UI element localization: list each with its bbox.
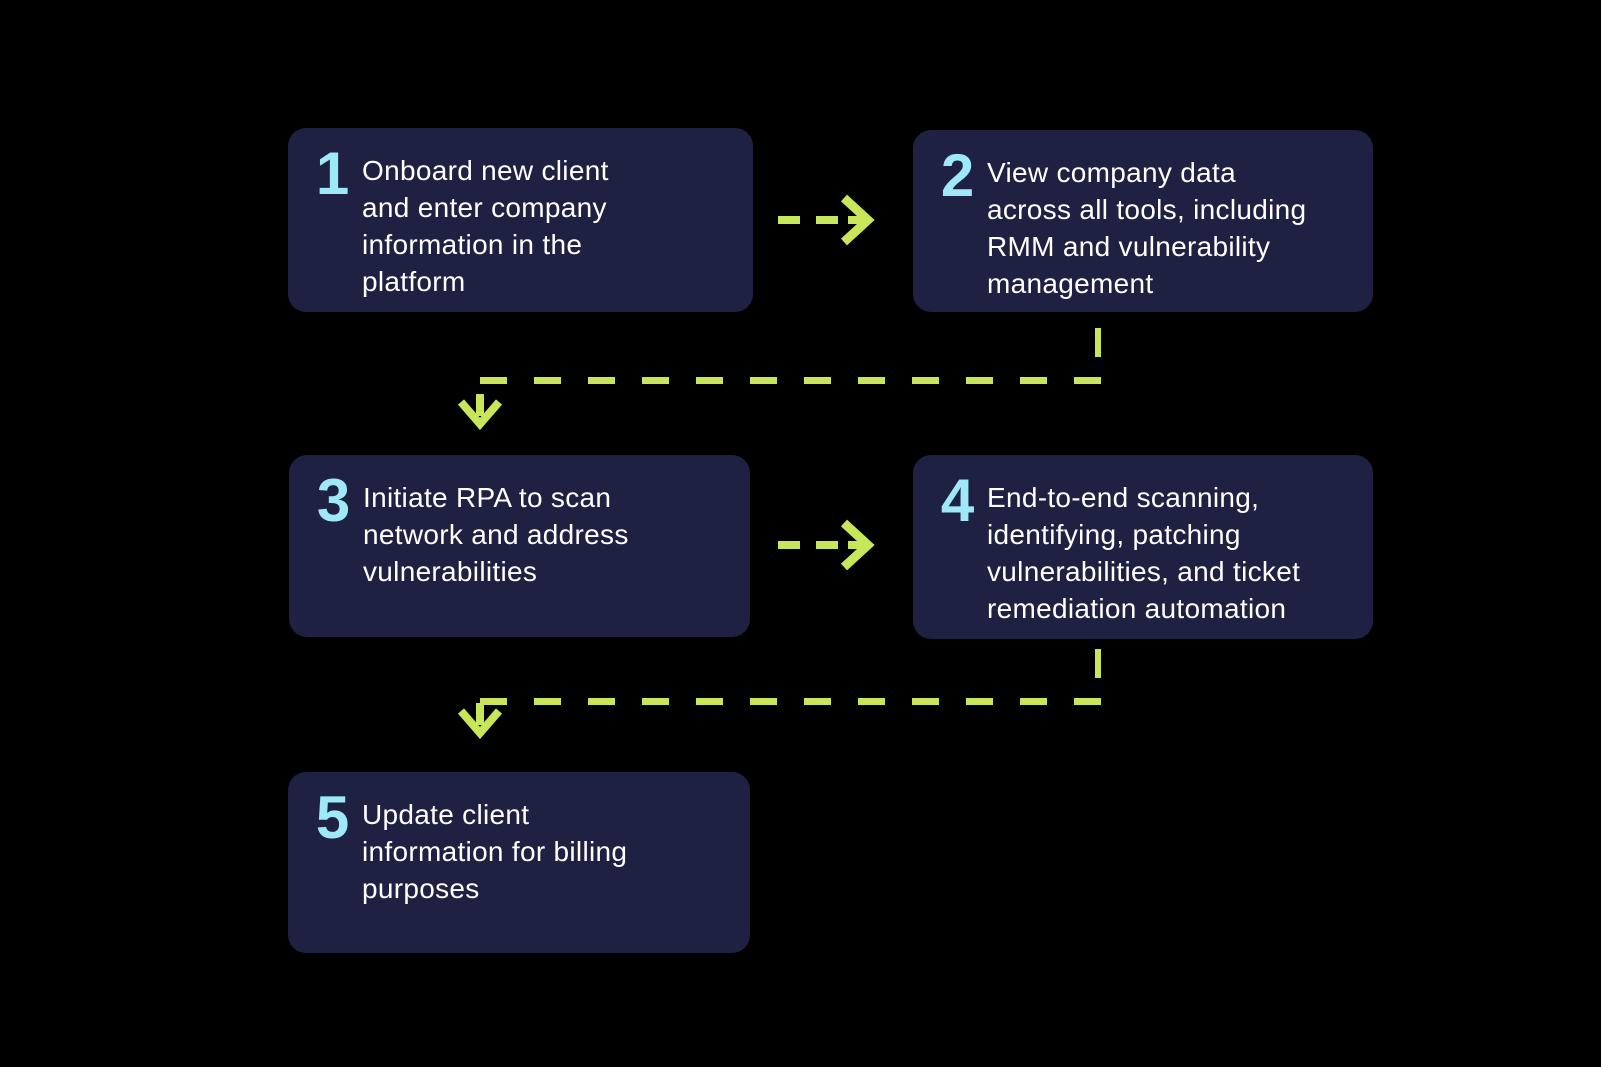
dashed-connector-2-to-3 bbox=[470, 377, 1101, 384]
step-1-number: 1 bbox=[315, 140, 349, 207]
step-4-text: End-to-end scanning, identifying, patchi… bbox=[987, 482, 1301, 624]
arrow-down-icon bbox=[457, 394, 503, 431]
step-4-number: 4 bbox=[940, 467, 974, 534]
step-3-number: 3 bbox=[316, 467, 350, 534]
step-2-number: 2 bbox=[940, 142, 974, 209]
connector-stub-step4 bbox=[1095, 649, 1101, 678]
dashed-connector-4-to-5 bbox=[470, 698, 1101, 705]
step-box-1: 1 Onboard new client and enter company i… bbox=[288, 128, 753, 312]
step-box-5: 5 Update client information for billing … bbox=[288, 772, 750, 953]
step-box-4: 4 End-to-end scanning, identifying, patc… bbox=[913, 455, 1373, 639]
step-box-3: 3 Initiate RPA to scan network and addre… bbox=[289, 455, 750, 637]
step-2-text: View company data across all tools, incl… bbox=[987, 157, 1307, 299]
arrow-down-icon bbox=[457, 703, 503, 740]
step-5-text: Update client information for billing pu… bbox=[362, 799, 628, 904]
connector-stub-step2 bbox=[1095, 328, 1101, 357]
step-1-text: Onboard new client and enter company inf… bbox=[362, 155, 609, 297]
dashed-arrow-right-icon bbox=[778, 194, 875, 246]
dashed-arrow-right-icon bbox=[778, 519, 875, 571]
step-3-text: Initiate RPA to scan network and address… bbox=[363, 482, 629, 587]
step-5-number: 5 bbox=[315, 784, 349, 851]
step-box-2: 2 View company data across all tools, in… bbox=[913, 130, 1373, 312]
